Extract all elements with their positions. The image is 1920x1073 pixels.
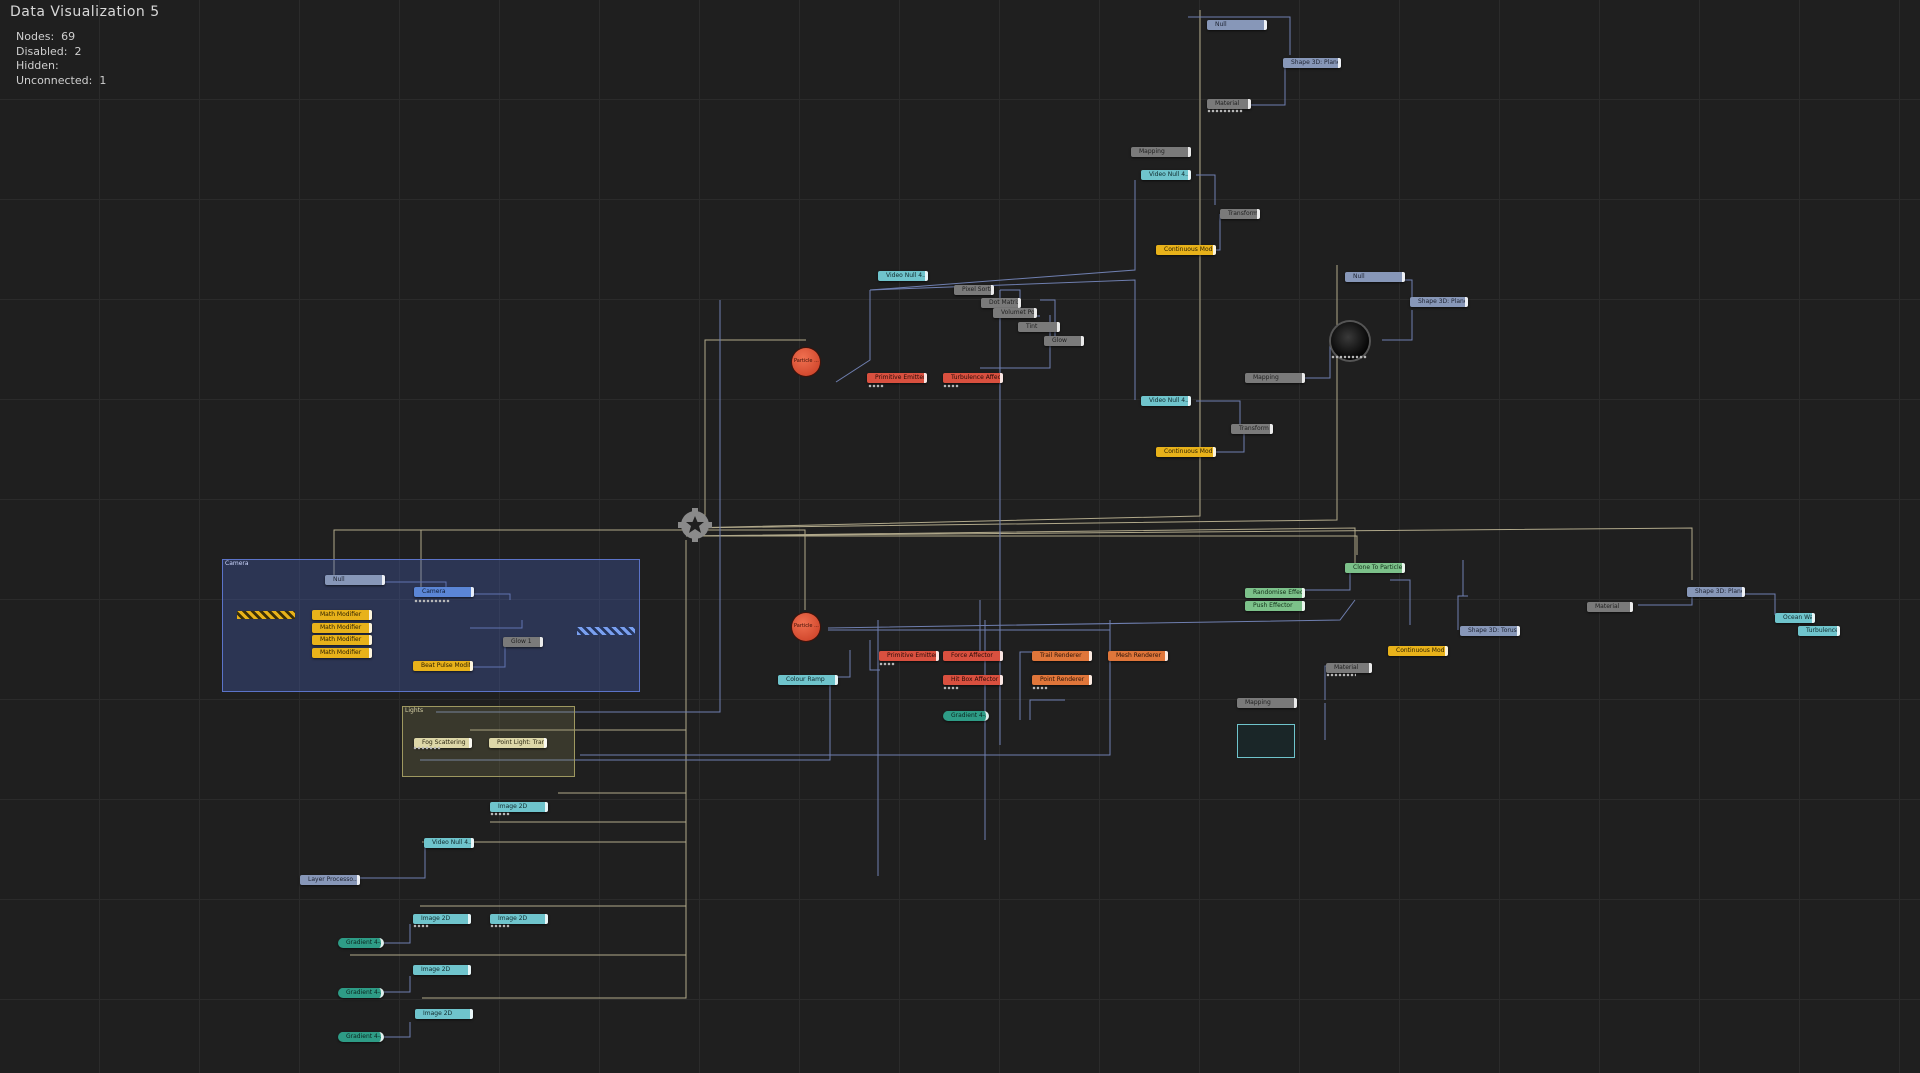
node-image2d-4[interactable]: Image 2D bbox=[413, 965, 471, 975]
port-dots bbox=[943, 384, 959, 388]
node-shape3d-torus[interactable]: Shape 3D: Torus bbox=[1460, 626, 1520, 636]
node-turbulence-affector-top[interactable]: Turbulence Affector bbox=[943, 373, 1003, 383]
node-tint[interactable]: Tint bbox=[1018, 322, 1060, 332]
node-ocean-water[interactable]: Ocean Wat... bbox=[1775, 613, 1815, 623]
node-clone-to-particles[interactable]: Clone To Particles bbox=[1345, 563, 1405, 573]
stat-disabled: Disabled: 2 bbox=[16, 44, 82, 58]
node-gradient-mid[interactable]: Gradient 4-... bbox=[943, 711, 989, 721]
port-dots bbox=[414, 599, 450, 603]
node-image2d-5[interactable]: Image 2D bbox=[415, 1009, 473, 1019]
node-image2d-3[interactable]: Image 2D bbox=[490, 914, 548, 924]
stat-hidden: Hidden: bbox=[16, 59, 59, 72]
node-glow[interactable]: Glow bbox=[1044, 336, 1084, 346]
node-continuous-modifier-top[interactable]: Continuous Modifier bbox=[1156, 245, 1216, 255]
node-mapping-top[interactable]: Mapping bbox=[1131, 147, 1191, 157]
node-material-far[interactable]: Material bbox=[1587, 602, 1633, 612]
node-image2d-1[interactable]: Image 2D bbox=[490, 802, 548, 812]
node-gradient-3[interactable]: Gradient 4-... bbox=[338, 1032, 384, 1042]
node-image2d-2[interactable]: Image 2D bbox=[413, 914, 471, 924]
node-pixel-sorting[interactable]: Pixel Sortin... bbox=[954, 285, 994, 295]
port-dots bbox=[1331, 355, 1367, 359]
node-primitive-emitter-2[interactable]: Primitive Emitter bbox=[879, 651, 939, 661]
node-transform-mid[interactable]: Transform 1... bbox=[1231, 424, 1273, 434]
node-gradient-2[interactable]: Gradient 4-... bbox=[338, 988, 384, 998]
port-dots bbox=[413, 924, 429, 928]
node-mapping-r[interactable]: Mapping bbox=[1237, 698, 1297, 708]
node-math-modifier-3[interactable]: Math Modifier bbox=[312, 635, 372, 645]
node-null-top[interactable]: Null bbox=[1207, 20, 1267, 30]
node-glow-camera[interactable]: Glow 1 bbox=[503, 637, 543, 647]
node-material-top[interactable]: Material bbox=[1207, 99, 1251, 109]
stat-nodes: Nodes: 69 bbox=[16, 30, 76, 43]
node-shape3d-plane-right[interactable]: Shape 3D: Plane bbox=[1410, 297, 1468, 307]
node-transform-top[interactable]: Transform 1... bbox=[1220, 209, 1260, 219]
node-continuous-modifier-mid[interactable]: Continuous Modifier bbox=[1156, 447, 1216, 457]
node-gradient-1[interactable]: Gradient 4-... bbox=[338, 938, 384, 948]
port-dots bbox=[868, 384, 884, 388]
node-mapping-mid[interactable]: Mapping bbox=[1245, 373, 1305, 383]
graph-stats: Nodes: 69 Disabled: 2 Hidden: Unconnecte… bbox=[16, 30, 106, 88]
disabled-node-yellow[interactable] bbox=[237, 611, 295, 619]
port-dots bbox=[490, 924, 510, 928]
stat-unconnected: Unconnected: 1 bbox=[16, 73, 107, 87]
particle-emitter-mid[interactable]: Particle ... bbox=[792, 613, 820, 641]
node-primitive-emitter[interactable]: Primitive Emitter bbox=[867, 373, 927, 383]
node-turbulence-far[interactable]: Turbulence ... bbox=[1798, 626, 1840, 636]
root-node-icon[interactable] bbox=[678, 508, 712, 542]
port-dots bbox=[879, 662, 895, 666]
node-video-null-center[interactable]: Video Null 4... bbox=[878, 271, 928, 281]
sphere-preview-node[interactable] bbox=[1331, 322, 1369, 360]
node-null-camera[interactable]: Null bbox=[325, 575, 385, 585]
node-randomise-effector[interactable]: Randomise Effector bbox=[1245, 588, 1305, 598]
project-title: Data Visualization 5 bbox=[10, 4, 160, 20]
preview-node-box[interactable] bbox=[1237, 724, 1295, 758]
node-null-right[interactable]: Null bbox=[1345, 272, 1405, 282]
node-mesh-renderer[interactable]: Mesh Renderer bbox=[1108, 651, 1168, 661]
node-force-affector[interactable]: Force Affector bbox=[943, 651, 1003, 661]
lights-group-label: Lights bbox=[405, 707, 424, 714]
port-dots bbox=[413, 746, 441, 750]
port-dots bbox=[1032, 686, 1048, 690]
node-dot-matrix[interactable]: Dot Matrix bbox=[981, 298, 1021, 308]
node-shape3d-plane-top[interactable]: Shape 3D: Plane bbox=[1283, 58, 1341, 68]
camera-group[interactable]: Camera bbox=[222, 559, 640, 692]
node-push-effector[interactable]: Push Effector bbox=[1245, 601, 1305, 611]
node-math-modifier-2[interactable]: Math Modifier bbox=[312, 623, 372, 633]
node-fog-scattering[interactable]: Fog Scattering bbox=[414, 738, 472, 748]
node-hit-box-affector[interactable]: Hit Box Affector bbox=[943, 675, 1003, 685]
node-layer-processor[interactable]: Layer Processo... 1 bbox=[300, 875, 360, 885]
node-camera[interactable]: Camera bbox=[414, 587, 474, 597]
disabled-node-blue[interactable] bbox=[577, 627, 635, 635]
node-trail-renderer[interactable]: Trail Renderer bbox=[1032, 651, 1092, 661]
particle-emitter-top[interactable]: Particle ... bbox=[792, 348, 820, 376]
node-volumetric-points[interactable]: Volumet Points bbox=[993, 308, 1037, 318]
port-dots bbox=[1326, 673, 1356, 677]
port-dots bbox=[943, 686, 959, 690]
node-video-null-low[interactable]: Video Null 4... bbox=[424, 838, 474, 848]
port-dots bbox=[1207, 109, 1243, 113]
port-dots bbox=[490, 812, 510, 816]
node-video-null-mid[interactable]: Video Null 4... bbox=[1141, 396, 1191, 406]
node-math-modifier-4[interactable]: Math Modifier bbox=[312, 648, 372, 658]
node-point-light[interactable]: Point Light: Trans... bbox=[489, 738, 547, 748]
node-video-null-top[interactable]: Video Null 4... bbox=[1141, 170, 1191, 180]
node-point-renderer[interactable]: Point Renderer bbox=[1032, 675, 1092, 685]
node-beat-pulse-modifier[interactable]: Beat Pulse Modifier bbox=[413, 661, 473, 671]
node-continuous-modifier-r[interactable]: Continuous Modifier bbox=[1388, 646, 1448, 656]
node-material-r[interactable]: Material bbox=[1326, 663, 1372, 673]
node-math-modifier-1[interactable]: Math Modifier bbox=[312, 610, 372, 620]
node-shape3d-plane-far[interactable]: Shape 3D: Plane bbox=[1687, 587, 1745, 597]
camera-group-label: Camera bbox=[225, 560, 249, 567]
node-colour-ramp[interactable]: Colour Ramp bbox=[778, 675, 838, 685]
